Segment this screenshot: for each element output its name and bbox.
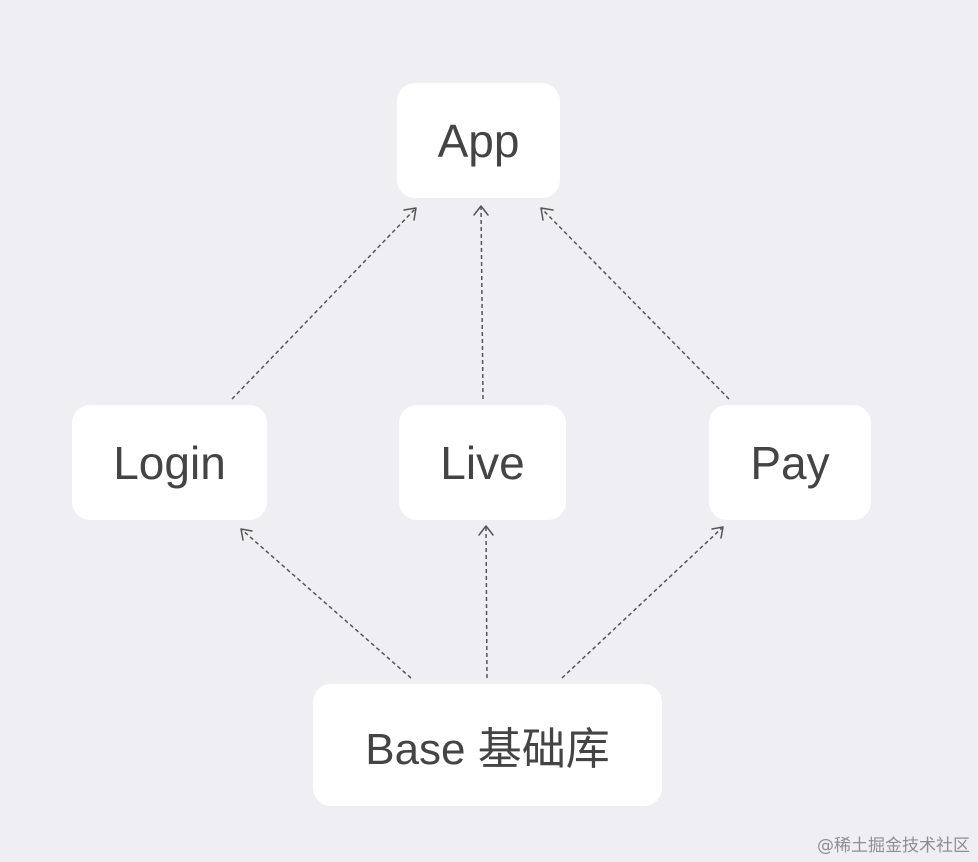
arrowhead-icon [473,205,489,216]
edge-live-to-app [473,205,489,400]
node-base: Base 基础库 [313,684,662,806]
node-app: App [397,83,560,198]
arrowhead-icon [540,207,554,221]
node-live: Live [399,405,566,520]
node-login-label: Login [113,436,226,489]
edge-base-to-login [240,528,412,679]
edge-login-to-app [231,207,417,400]
arrowhead-icon [478,525,494,536]
node-base-label: Base 基础库 [365,725,610,774]
node-pay-label: Pay [750,436,830,489]
edge-base-to-live [478,525,494,679]
edge-base-to-pay [561,526,724,679]
node-live-label: Live [440,436,525,489]
arrowhead-icon [240,528,253,541]
node-pay: Pay [709,405,871,520]
node-app-label: App [437,114,520,167]
arrowhead-icon [711,526,724,539]
node-login: Login [72,405,267,520]
arrowhead-icon [403,207,417,221]
edge-pay-to-app [540,207,730,400]
watermark: @稀土掘金技术社区 [817,836,970,856]
